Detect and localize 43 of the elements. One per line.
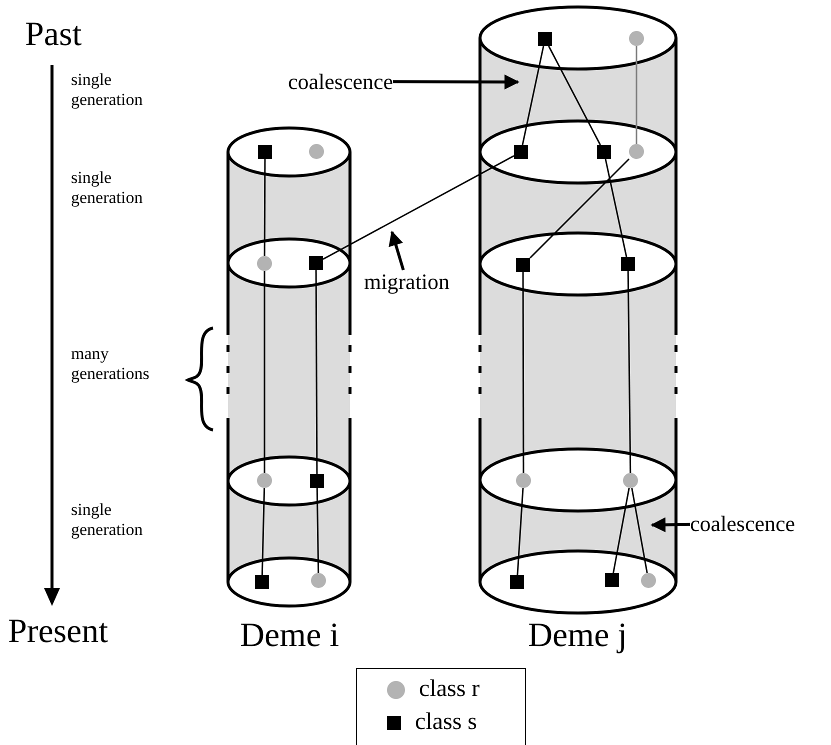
square-marker (621, 257, 635, 271)
lineage-line (627, 271, 632, 473)
square-marker (538, 32, 552, 46)
arrow (650, 517, 690, 532)
deme-label: Deme j (528, 616, 628, 656)
time-span-label: single generation (71, 70, 144, 110)
lineage-line (612, 488, 630, 574)
lineage-line (522, 46, 544, 146)
lineage-line (522, 272, 524, 473)
arrow (393, 74, 520, 90)
lineage-line (315, 270, 318, 474)
lineage-line (604, 158, 628, 258)
lineage-line (516, 488, 524, 576)
legend-label: class r (419, 676, 480, 703)
square-marker (605, 573, 619, 587)
lineage-line (548, 46, 601, 146)
time-label: Present (8, 612, 108, 652)
lineage-line (264, 271, 266, 473)
annotation-label: coalescence (690, 512, 796, 536)
lineage-line (264, 159, 266, 256)
lineage-line (636, 46, 638, 144)
square-marker (310, 474, 324, 488)
square-marker (597, 145, 611, 159)
time-span-label: many generations (71, 344, 150, 384)
square-marker (309, 256, 323, 270)
square-marker (510, 575, 524, 589)
lineage-line (631, 488, 648, 574)
annotation-label: migration (364, 270, 450, 294)
lineage-line (316, 488, 320, 574)
square-marker (516, 258, 530, 272)
lineage-line (322, 155, 514, 260)
square-marker (258, 145, 272, 159)
time-span-label: single generation (71, 500, 144, 540)
time-label: Past (25, 15, 82, 54)
deme-label: Deme i (240, 616, 340, 656)
lineage-line (261, 488, 266, 576)
arrow (388, 230, 405, 270)
time-span-label: single generation (71, 168, 144, 208)
legend-label: class s (415, 709, 477, 736)
lineage-line (529, 158, 630, 259)
square-marker (514, 145, 528, 159)
annotation-label: coalescence (288, 70, 394, 94)
square-marker (255, 575, 269, 589)
